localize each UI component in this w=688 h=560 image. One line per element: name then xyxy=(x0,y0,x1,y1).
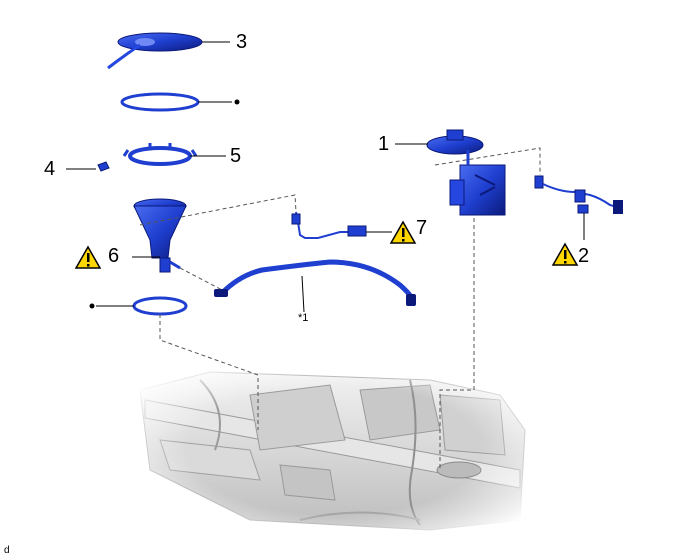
part-7-sender xyxy=(291,211,367,239)
part-1-pump-assembly xyxy=(426,129,506,216)
gasket-ring-lower xyxy=(132,296,188,316)
warning-triangle-icon xyxy=(551,242,579,266)
warning-triangle-icon xyxy=(74,245,102,269)
part-3-cap xyxy=(107,32,203,70)
dashed-link-ring-vehicle xyxy=(159,314,259,430)
figure-code: d xyxy=(4,545,10,556)
callout-4: 4 xyxy=(44,158,56,180)
callout-2: 2 xyxy=(578,245,590,267)
part-2-wire-harness xyxy=(534,175,623,214)
dashed-link-6-hose xyxy=(179,267,223,291)
note-1-label: *1 xyxy=(298,312,309,324)
bullet-dot-icon xyxy=(89,303,95,309)
part-6-sub-tank xyxy=(133,198,187,273)
callout-6: 6 xyxy=(108,245,120,267)
warning-triangle-icon xyxy=(389,220,417,244)
vehicle-underbody xyxy=(130,360,540,540)
dashed-link-1-harness xyxy=(434,147,541,175)
bullet-dot-icon xyxy=(234,99,240,105)
part-4-clip xyxy=(97,161,110,172)
callout-5: 5 xyxy=(230,145,242,167)
callout-1: 1 xyxy=(378,133,390,155)
gasket-ring-upper xyxy=(120,92,200,112)
fuel-hose xyxy=(214,259,416,306)
leader-note1 xyxy=(301,275,305,313)
dashed-link-6-7 xyxy=(139,194,297,226)
callout-3: 3 xyxy=(236,31,248,53)
callout-7: 7 xyxy=(416,217,428,239)
part-5-lock-ring xyxy=(122,143,198,166)
dashed-link-1-vehicle xyxy=(439,218,475,470)
